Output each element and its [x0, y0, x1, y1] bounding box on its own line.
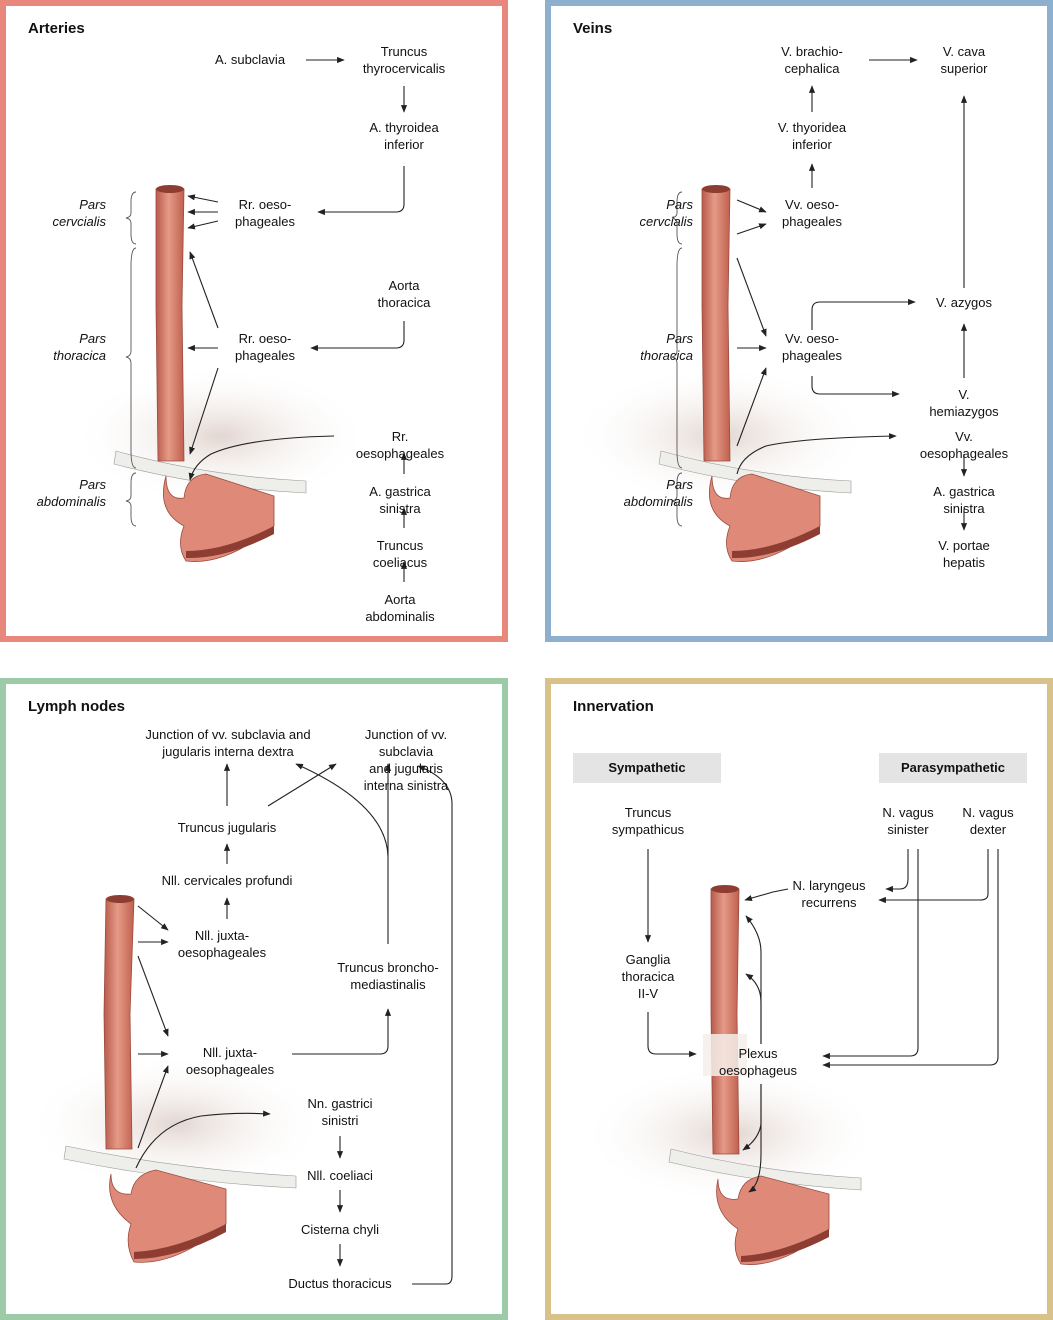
panel-veins: Veins V. brachio- cephalica V. cava supe…: [545, 0, 1053, 642]
label-v-hemiazygos: V. hemiazygos: [929, 387, 999, 419]
label-pars-cervicalis: Pars cervcialis: [639, 197, 693, 229]
esophagus-illustration: [571, 185, 871, 562]
label-a-subclavia: A. subclavia: [214, 52, 286, 67]
panel-title: Lymph nodes: [28, 698, 125, 715]
label-pars-cervicalis: Pars cervcialis: [52, 197, 106, 229]
label-pars-thoracica: Pars thoracica: [640, 331, 693, 363]
label-v-azygos: V. azygos: [936, 295, 992, 310]
label-nll-coeliaci: Nll. coeliaci: [307, 1168, 373, 1183]
label-nll-juxtaoesophageales-lower: Nll. juxta- oesophageales: [185, 1045, 275, 1077]
arteries-diagram: [71, 56, 408, 582]
label-pars-abdominalis: Pars abdominalis: [36, 477, 106, 509]
label-n-vagus-sinister: N. vagus sinister: [882, 805, 934, 837]
panel-title: Veins: [573, 20, 613, 37]
brace-cervicalis: [125, 191, 137, 245]
label-v-cava-superior: V. cava superior: [940, 44, 988, 76]
header-sympathetic: Sympathetic: [573, 753, 721, 783]
label-vv-oesophageales: Vv. oesophageales: [919, 429, 1009, 461]
brace-abdominalis: [125, 472, 137, 527]
label-truncus-coeliacus: Truncus coeliacus: [372, 538, 428, 570]
label-vv-oesophageales-cervical: Vv. oeso- phageales: [782, 197, 842, 229]
label-a-gastrica-sinistra: A. gastrica sinistra: [933, 484, 995, 516]
label-junction-sinistra: Junction of vv. subclavia and jugularis …: [363, 727, 449, 793]
label-v-brachiocephalica: V. brachio- cephalica: [781, 44, 843, 76]
label-pars-abdominalis: Pars abdominalis: [623, 477, 693, 509]
label-v-portae-hepatis: V. portae hepatis: [938, 538, 990, 570]
esophagus-illustration: [71, 185, 371, 562]
esophagus-illustration: [581, 885, 881, 1265]
label-aorta-thoracica: Aorta thoracica: [377, 278, 431, 310]
panel-title: Innervation: [573, 698, 654, 715]
label-vv-oesophageales-thoracic: Vv. oeso- phageales: [782, 331, 842, 363]
label-truncus-thyrocervicalis: Truncus thyrocervicalis: [362, 44, 446, 76]
panel-lymph-nodes: Lymph nodes Junction of vv. subclavia an…: [0, 678, 508, 1320]
label-rr-oesophageales-thoracic: Rr. oeso- phageales: [235, 331, 295, 363]
header-parasympathetic: Parasympathetic: [879, 753, 1027, 783]
veins-diagram: [571, 56, 968, 562]
label-rr-oesophageales: Rr. oesophageales: [355, 429, 445, 461]
brace-thoracica: [125, 247, 137, 469]
label-n-vagus-dexter: N. vagus dexter: [962, 805, 1014, 837]
label-cisterna-chyli: Cisterna chyli: [300, 1222, 380, 1237]
esophagus-illustration: [26, 895, 326, 1263]
label-plexus-oesophageus: Plexus oesophageus: [718, 1046, 798, 1078]
innervation-diagram: [581, 849, 999, 1265]
label-rr-oesophageales-cervical: Rr. oeso- phageales: [235, 197, 295, 229]
panel-title: Arteries: [28, 20, 85, 37]
label-nll-juxtaoesophageales-upper: Nll. juxta- oesophageales: [177, 928, 267, 960]
label-ductus-thoracicus: Ductus thoracicus: [288, 1276, 392, 1291]
label-truncus-sympathicus: Truncus sympathicus: [611, 805, 685, 837]
label-a-gastrica-sinistra: A. gastrica sinistra: [369, 484, 431, 516]
label-pars-thoracica: Pars thoracica: [53, 331, 106, 363]
label-nll-cervicales-profundi: Nll. cervicales profundi: [161, 873, 293, 888]
label-a-thyroidea-inferior: A. thyroidea inferior: [369, 120, 439, 152]
label-truncus-jugularis: Truncus jugularis: [177, 820, 277, 835]
label-nn-gastrici-sinistri: Nn. gastrici sinistri: [307, 1096, 373, 1128]
panel-arteries: Arteries A. subclavia Truncus thyrocervi…: [0, 0, 508, 642]
label-junction-dextra: Junction of vv. subclavia and jugularis …: [145, 727, 311, 759]
label-n-laryngeus-recurrens: N. laryngeus recurrens: [792, 878, 866, 910]
label-truncus-bronchomediastinalis: Truncus broncho- mediastinalis: [337, 960, 439, 992]
panel-innervation: Innervation Sympathetic Parasympathetic …: [545, 678, 1053, 1320]
label-ganglia-thoracica: Ganglia thoracica II-V: [621, 952, 675, 1001]
lymph-diagram: [26, 763, 453, 1285]
label-v-thyroidea-inferior: V. thyoridea inferior: [777, 120, 847, 152]
label-aorta-abdominalis: Aorta abdominalis: [365, 592, 435, 624]
